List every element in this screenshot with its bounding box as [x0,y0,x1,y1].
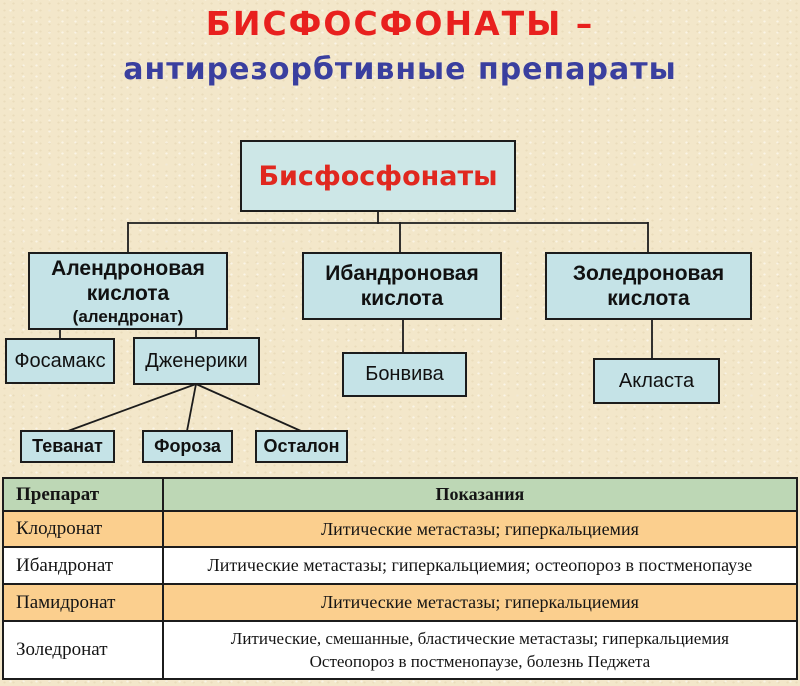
cell-drug: Золедронат [2,620,164,680]
diagram-node-ibandronic-acid: Ибандроновая кислота [302,252,502,320]
node-label: Фороза [154,436,221,456]
diagram-node-fosamax: Фосамакс [5,338,115,384]
page-subtitle: антирезорбтивные препараты [123,52,677,87]
cell-indications: Литические метастазы; гиперкальциемия [161,583,799,622]
node-label: Теванат [32,436,103,456]
diagram-node-foroza: Фороза [142,430,233,463]
cell-drug: Ибандронат [2,546,164,585]
page-title: БИСФОСФОНАТЫ – [205,4,595,43]
diagram-node-generics: Дженерики [133,337,260,385]
table-header-row: Препарат Показания [2,477,799,512]
table-row: Золедронат Литические, смешанные, бласти… [2,620,799,680]
diagram-node-bisphosphonates: Бисфосфонаты [240,140,516,212]
table-row: Клодронат Литические метастазы; гиперкал… [2,510,799,548]
cell-indications: Литические метастазы; гиперкальциемия; о… [161,546,799,585]
table-row: Ибандронат Литические метастазы; гиперка… [2,546,799,585]
diagram-node-zoledronic-acid: Золедроновая кислота [545,252,752,320]
diagram-node-ostalon: Осталон [255,430,348,463]
node-label: Ибандроновая кислота [325,262,479,310]
node-label: Осталон [263,436,340,456]
node-label: Фосамакс [14,349,106,372]
cell-drug: Клодронат [2,510,164,548]
diagram-node-aclasta: Акласта [593,358,720,404]
node-label: Дженерики [145,349,248,372]
column-header-drug: Препарат [2,477,164,512]
node-label: Золедроновая кислота [572,262,725,310]
cell-drug: Памидронат [2,583,164,622]
column-header-indications: Показания [161,477,799,512]
indication-line: Литические, смешанные, бластические мета… [230,629,729,648]
diagram-node-alendronic-acid: Алендроновая кислота (алендронат) [28,252,228,330]
node-label: Бонвива [365,363,444,385]
cell-indications: Литические метастазы; гиперкальциемия [161,510,799,548]
cell-indications: Литические, смешанные, бластические мета… [161,620,799,680]
diagram-node-tevanat: Теванат [20,430,115,463]
indications-table: Препарат Показания Клодронат Литические … [2,477,799,680]
table-row: Памидронат Литические метастазы; гиперка… [2,583,799,622]
node-label: Бисфосфонаты [258,160,498,192]
node-label: Акласта [618,369,695,392]
node-label: Алендроновая кислота [51,256,205,305]
node-sublabel: (алендронат) [72,306,184,326]
diagram-node-bonviva: Бонвива [342,352,467,397]
indication-line: Остеопороз в постменопаузе, болезнь Педж… [309,652,651,671]
